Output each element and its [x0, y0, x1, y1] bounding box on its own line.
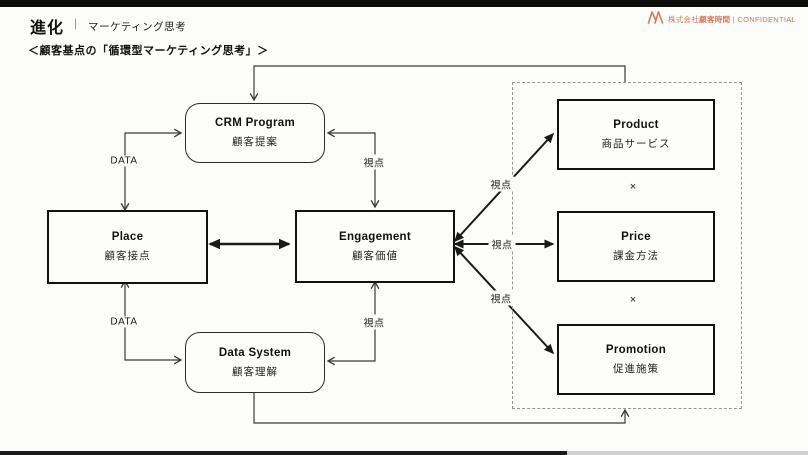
- video-progress-bar[interactable]: [0, 451, 808, 455]
- node-promotion: Promotion 促進施策: [557, 324, 715, 395]
- brand-text: 株式会社顧客時間 | CONFIDENTIAL: [668, 14, 796, 25]
- node-subtitle: 顧客提案: [232, 136, 278, 148]
- confidential-label: CONFIDENTIAL: [737, 15, 796, 24]
- node-title: Place: [111, 231, 144, 243]
- label-shiten-crm: 視点: [360, 154, 388, 170]
- label-shiten-data: 視点: [360, 314, 388, 330]
- node-crm-program: CRM Program 顧客提案: [185, 103, 325, 163]
- title-divider: |: [74, 16, 78, 30]
- node-place: Place 顧客接点: [47, 210, 208, 284]
- node-title: CRM Program: [215, 117, 295, 129]
- video-progress-played: [0, 451, 567, 455]
- node-subtitle: 商品サービス: [601, 137, 671, 150]
- label-data-top: DATA: [107, 155, 141, 167]
- node-subtitle: 課金方法: [613, 249, 659, 262]
- node-subtitle: 顧客理解: [232, 365, 278, 378]
- node-title: Data System: [218, 346, 292, 359]
- company-logo-icon: [647, 10, 664, 29]
- page-title: 進化: [30, 20, 65, 37]
- label-data-bottom: DATA: [107, 316, 141, 328]
- node-title: Promotion: [605, 343, 667, 356]
- node-data-system: Data System 顧客理解: [185, 332, 325, 393]
- letterbox-top-bar: [0, 0, 808, 7]
- node-title: Price: [621, 230, 651, 243]
- node-subtitle: 顧客価値: [352, 249, 398, 262]
- node-subtitle: 顧客接点: [104, 250, 151, 262]
- node-title: Product: [613, 118, 659, 131]
- multiply-symbol: ×: [629, 181, 637, 193]
- node-subtitle: 促進施策: [613, 362, 659, 375]
- label-shiten-product: 視点: [487, 176, 515, 192]
- label-shiten-price: 視点: [488, 236, 516, 252]
- crm-engagement-connector: [326, 128, 380, 209]
- brand-separator: |: [732, 15, 735, 24]
- company-prefix: 株式会社: [667, 15, 700, 24]
- place-crm-connector: [120, 128, 183, 212]
- node-product: Product 商品サービス: [557, 99, 715, 170]
- slide-heading: ＜顧客基点の「循環型マーケティング思考」＞: [28, 45, 269, 57]
- node-price: Price 課金方法: [557, 211, 715, 282]
- company-name: 顧客時間: [699, 15, 731, 24]
- brand-mark: 株式会社顧客時間 | CONFIDENTIAL: [647, 10, 796, 29]
- label-shiten-promotion: 視点: [487, 290, 515, 306]
- node-engagement: Engagement 顧客価値: [295, 210, 455, 283]
- node-title: Engagement: [338, 230, 411, 243]
- header-nav-label: マーケティング思考: [88, 21, 187, 33]
- multiply-symbol: ×: [629, 294, 637, 306]
